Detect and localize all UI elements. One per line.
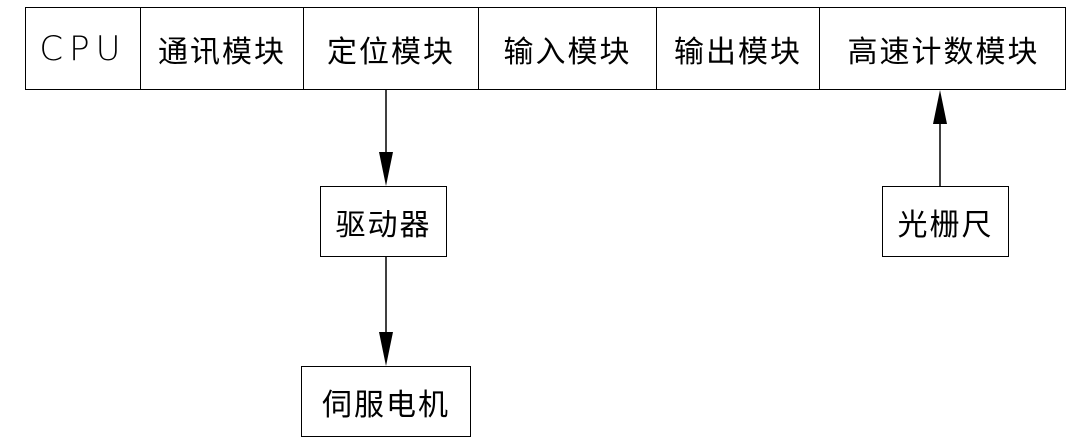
- driver-box: 驱动器: [320, 186, 447, 257]
- communication-module: 通讯模块: [140, 8, 303, 89]
- grating-ruler-label: 光栅尺: [897, 207, 994, 243]
- servo-motor-box: 伺服电机: [301, 366, 471, 437]
- arrow-down-to-servo: [379, 332, 393, 366]
- high-speed-counter-module: 高速计数模块: [819, 8, 1067, 89]
- module-bar: CPU 通讯模块 定位模块 输入模块 输出模块 高速计数模块: [25, 7, 1066, 90]
- arrow-down-to-driver: [379, 152, 393, 186]
- cpu-module: CPU: [39, 28, 127, 69]
- grating-ruler-box: 光栅尺: [882, 186, 1009, 257]
- servo-motor-label: 伺服电机: [322, 387, 450, 423]
- driver-label: 驱动器: [335, 207, 432, 243]
- positioning-module: 定位模块: [303, 8, 478, 89]
- input-module: 输入模块: [478, 8, 656, 89]
- arrow-up-to-counter: [933, 90, 947, 124]
- output-module: 输出模块: [656, 8, 819, 89]
